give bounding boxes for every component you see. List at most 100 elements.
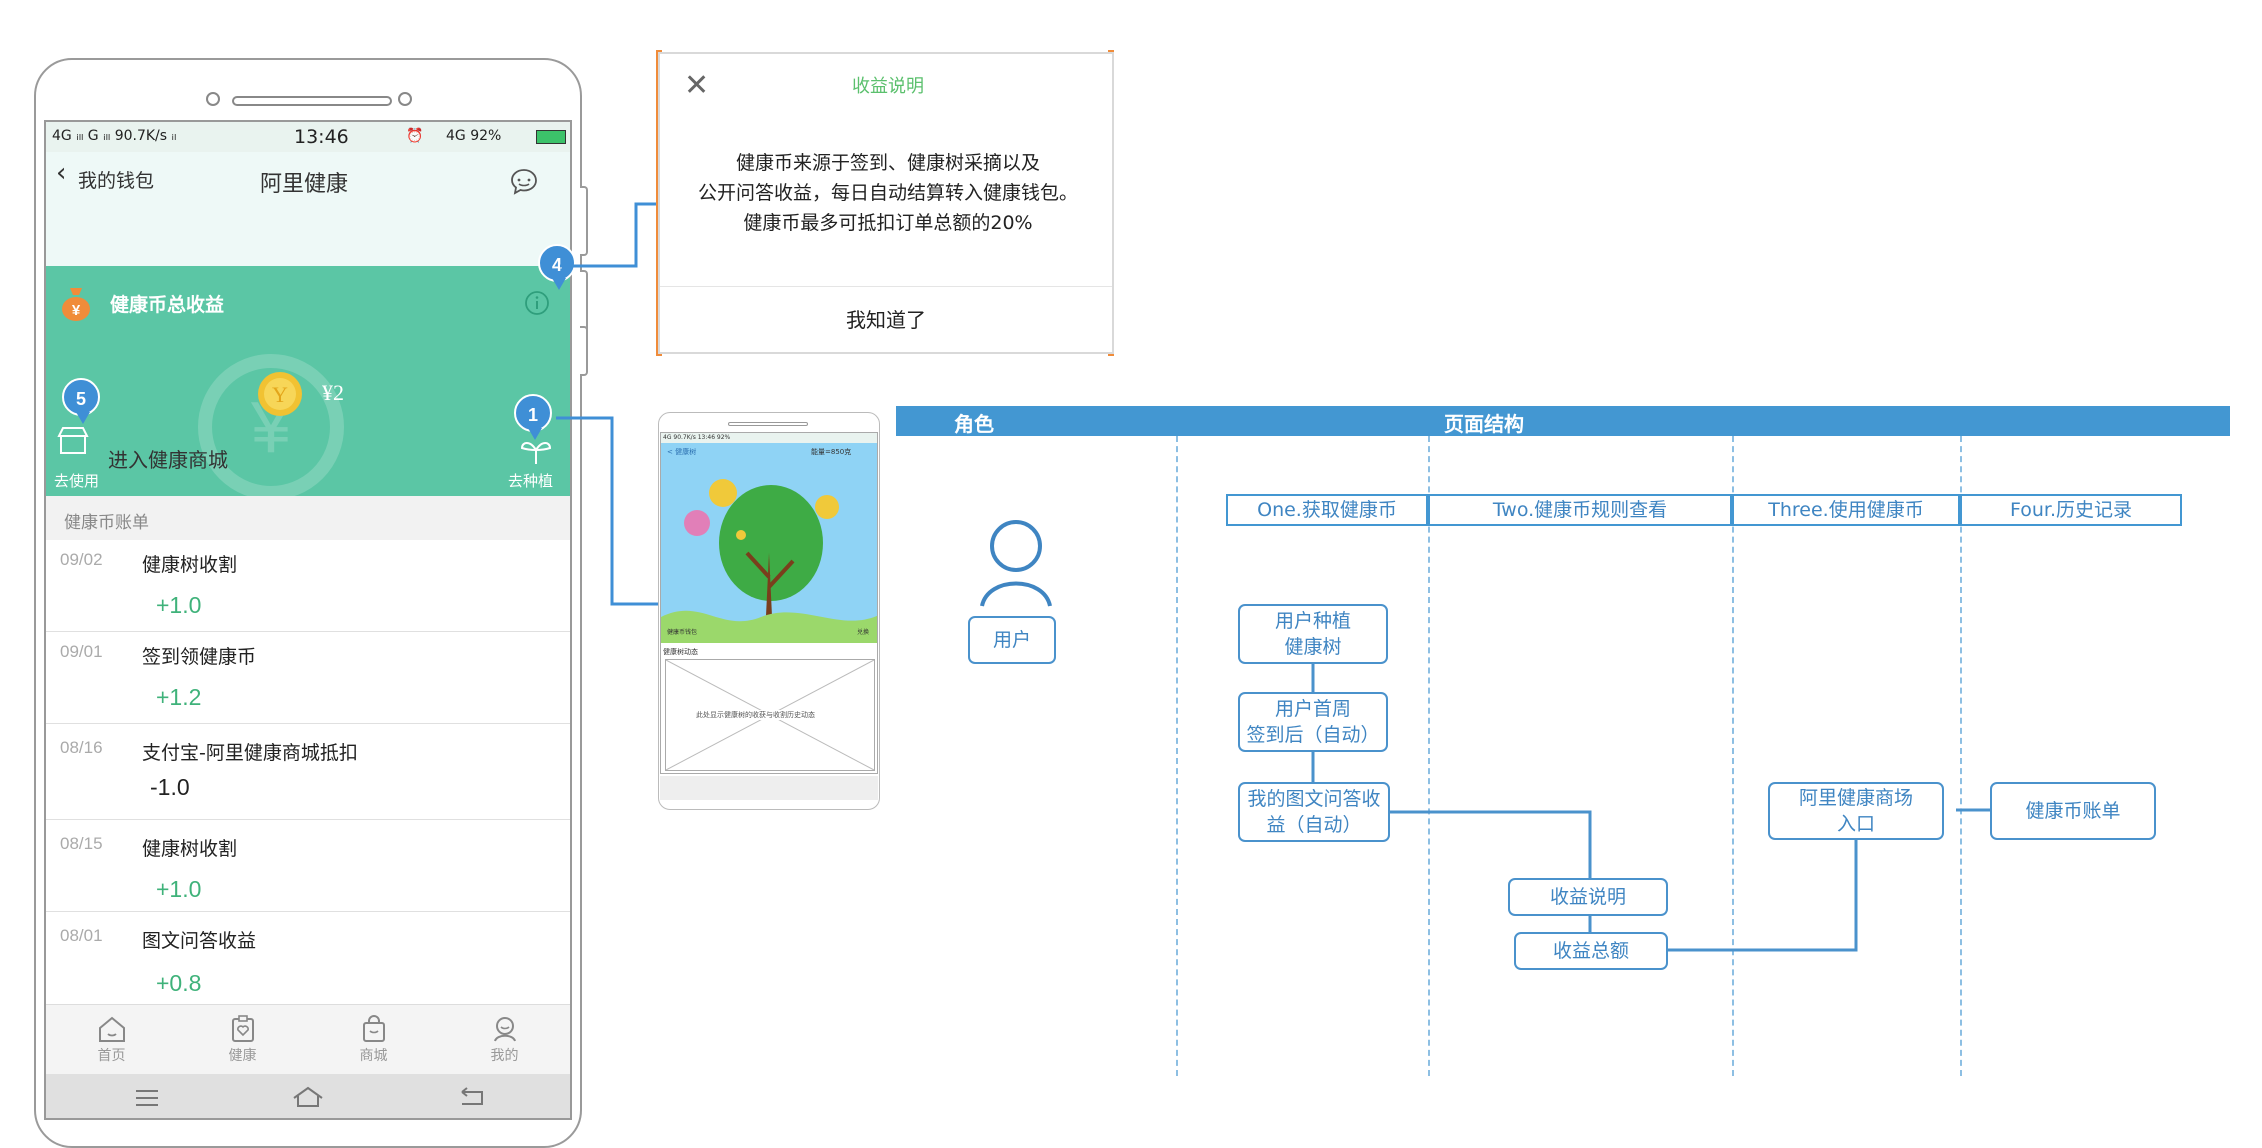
- tab-label: 首页: [97, 1048, 126, 1064]
- lane-divider: [1960, 436, 1962, 1076]
- bill-title: 健康树收割: [142, 838, 238, 860]
- flow-node-coin-bill: 健康币账单: [1990, 782, 2156, 840]
- flow-node-mall-entry: 阿里健康商场 入口: [1768, 782, 1944, 840]
- tab-label: 健康: [228, 1048, 257, 1064]
- bill-amount: +0.8: [156, 970, 202, 996]
- bill-amount: +1.2: [156, 684, 202, 710]
- node-line: 健康树: [1284, 636, 1342, 658]
- home-nav-icon[interactable]: [292, 1086, 324, 1108]
- use-label[interactable]: 去使用: [54, 472, 100, 490]
- node-line: 益（自动）: [1266, 814, 1362, 836]
- earnings-amount: ¥2: [322, 380, 344, 405]
- battery-icon: [536, 130, 566, 144]
- chat-icon[interactable]: [508, 166, 540, 198]
- lane-label: One.获取健康币: [1226, 494, 1428, 526]
- bill-date: 08/01: [60, 926, 103, 945]
- back-button[interactable]: 我的钱包: [78, 170, 155, 192]
- phone-camera: [206, 92, 220, 106]
- mini-speaker: [728, 422, 808, 426]
- bill-date: 09/02: [60, 550, 103, 569]
- mini-screen: 4G 90.7K/s 13:46 92% < 健康树 能量=850克 健康币钱包…: [660, 432, 878, 774]
- svg-text:Y: Y: [272, 382, 288, 407]
- store-icon[interactable]: [56, 426, 90, 456]
- structure-header: 页面结构: [1444, 412, 1524, 436]
- mall-entry-link[interactable]: 进入健康商城: [108, 448, 228, 472]
- tab-me[interactable]: 我的: [439, 1005, 570, 1075]
- sprout-icon[interactable]: [518, 436, 554, 466]
- status-time: 13:46: [294, 126, 349, 148]
- swimlane-header: 角色 页面结构: [896, 406, 2230, 436]
- mini-wallet-button[interactable]: 健康币钱包: [667, 629, 698, 636]
- flow-node-revenue-explain: 收益说明: [1508, 878, 1668, 916]
- lane-divider: [1732, 436, 1734, 1076]
- battery-status: 4G 92%: [446, 128, 502, 144]
- bill-row[interactable]: 09/01 签到领健康币 +1.2: [46, 632, 570, 724]
- plant-label[interactable]: 去种植: [508, 472, 554, 490]
- page-title: 阿里健康: [260, 172, 349, 197]
- mini-nav-bar: [660, 776, 878, 800]
- flow-node-qa-income: 我的图文问答收 益（自动）: [1238, 782, 1390, 842]
- role-user-box: 用户: [968, 616, 1056, 664]
- node-line: 我的图文问答收: [1247, 788, 1381, 810]
- info-icon[interactable]: [524, 290, 550, 316]
- flow-node-plant-tree: 用户种植 健康树: [1238, 604, 1388, 664]
- node-line: 入口: [1836, 813, 1875, 835]
- system-nav-bar: [46, 1074, 570, 1118]
- volume-up-button: [580, 186, 588, 256]
- flow-node-revenue-total: 收益总额: [1514, 932, 1668, 970]
- shopping-bag-icon: [362, 1015, 385, 1042]
- gold-coin-icon: Y: [258, 372, 302, 416]
- bill-title: 健康树收割: [142, 554, 238, 576]
- bill-row[interactable]: 09/02 健康树收割 +1.0: [46, 540, 570, 632]
- annotation-badge-1: 1: [514, 394, 552, 440]
- back-nav-icon[interactable]: [458, 1086, 486, 1108]
- modal-title: 收益说明: [852, 76, 924, 97]
- bill-row[interactable]: 08/15 健康树收割 +1.0: [46, 820, 570, 912]
- node-line: 用户种植: [1274, 610, 1351, 632]
- lane-label: Three.使用健康币: [1732, 494, 1960, 526]
- bill-date: 09/01: [60, 642, 103, 661]
- mini-placeholder-text: 此处显示健康树的收获与收割历史动态: [696, 710, 815, 720]
- home-icon: [98, 1016, 125, 1042]
- tab-health[interactable]: 健康: [177, 1005, 308, 1075]
- flow-node-signin: 用户首周 签到后（自动）: [1238, 692, 1388, 752]
- ok-button[interactable]: 我知道了: [660, 286, 1112, 352]
- modal-body: 健康币来源于签到、健康树采摘以及 公开问答收益，每日自动结算转入健康钱包。 健康…: [674, 148, 1102, 238]
- bill-amount: +1.0: [156, 592, 202, 618]
- svg-text:¥: ¥: [72, 302, 81, 319]
- node-line: 签到后（自动）: [1246, 724, 1380, 746]
- mini-exchange-button[interactable]: 兑换: [857, 629, 870, 636]
- bill-row[interactable]: 08/01 图文问答收益 +0.8: [46, 912, 570, 1004]
- bill-date: 08/15: [60, 834, 103, 853]
- lane-label: Two.健康币规则查看: [1428, 494, 1732, 526]
- phone-speaker: [232, 96, 392, 106]
- node-line: 阿里健康商场: [1798, 787, 1913, 809]
- annotation-badge-5: 5: [62, 378, 100, 424]
- bill-section-header: 健康币账单: [46, 496, 570, 540]
- tab-home[interactable]: 首页: [46, 1005, 177, 1075]
- lane-divider: [1176, 436, 1178, 1076]
- lane-label: Four.历史记录: [1960, 494, 2182, 526]
- modal-line: 健康币来源于签到、健康树采摘以及: [735, 152, 1040, 174]
- mini-section-title: 健康树动态: [663, 648, 698, 656]
- phone-screen: 4G ᵢₗₗ G ᵢₗₗ 90.7K/s ᵢₗ 13:46 ⏰ 4G 92% ‹…: [44, 120, 572, 1120]
- profile-icon: [493, 1017, 516, 1042]
- phone-sensor: [398, 92, 412, 106]
- menu-icon[interactable]: [134, 1088, 160, 1108]
- modal-line: 健康币最多可抵扣订单总额的20%: [743, 212, 1033, 234]
- mini-back[interactable]: < 健康树: [667, 448, 697, 456]
- node-line: 用户首周: [1274, 698, 1351, 720]
- money-bag-icon: ¥: [62, 288, 90, 321]
- revenue-explain-modal: ✕ 收益说明 健康币来源于签到、健康树采摘以及 公开问答收益，每日自动结算转入健…: [658, 52, 1114, 354]
- bill-amount: +1.0: [156, 876, 202, 902]
- modal-line: 公开问答收益，每日自动结算转入健康钱包。: [697, 182, 1078, 204]
- annotation-badge-4: 4: [538, 244, 576, 290]
- tree-illustration-icon: [661, 479, 877, 643]
- user-icon: [980, 520, 1052, 607]
- tab-mall[interactable]: 商城: [308, 1005, 439, 1075]
- close-icon[interactable]: ✕: [684, 68, 710, 103]
- back-arrow-icon[interactable]: ‹: [56, 158, 67, 188]
- bill-row[interactable]: 08/16 支付宝-阿里健康商城抵扣 -1.0: [46, 724, 570, 820]
- tab-bar: 首页 健康 商城 我的: [46, 1004, 570, 1074]
